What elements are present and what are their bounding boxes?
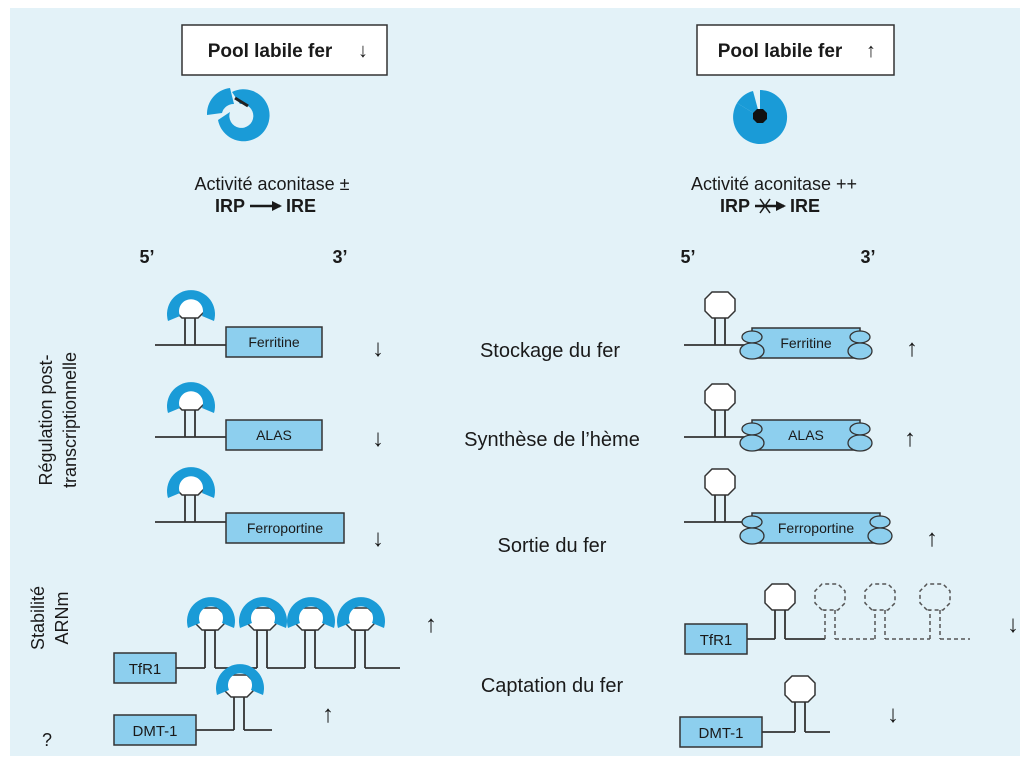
left-pool-arrow: ↓ xyxy=(358,40,368,62)
ribosome-icon xyxy=(741,330,763,344)
ribosome-icon xyxy=(741,422,763,436)
left-ferritine-row: Ferritine ↓ xyxy=(155,290,384,362)
left-gene-ferritine: Ferritine xyxy=(248,334,300,350)
ribosome-icon xyxy=(741,515,763,529)
left-activity-label: Activité aconitase ± xyxy=(195,174,350,194)
left-irp-label: IRP xyxy=(215,196,245,216)
degraded-mrna xyxy=(814,583,970,640)
left-alas-arrow: ↓ xyxy=(372,425,384,452)
right-gene-tfr1: TfR1 xyxy=(700,632,733,649)
process-heme-synthesis: Synthèse de l’hème xyxy=(464,429,640,451)
irp-bound-icon xyxy=(167,382,215,413)
left-five-prime: 5’ xyxy=(139,247,154,267)
right-gene-ferritine: Ferritine xyxy=(780,335,832,351)
right-gene-dmt1: DMT-1 xyxy=(699,725,744,742)
process-iron-export: Sortie du fer xyxy=(498,535,607,557)
left-alas-row: ALAS ↓ xyxy=(155,382,384,452)
left-tfr1-arrow: ↑ xyxy=(425,611,437,638)
process-storage: Stockage du fer xyxy=(480,340,620,362)
right-ferroportine-row: Ferroportine ↑ xyxy=(684,468,938,552)
left-tfr1-row: TfR1 ↑ xyxy=(113,597,437,684)
left-ferritine-arrow: ↓ xyxy=(372,335,384,362)
right-ire-label: IRE xyxy=(790,196,820,216)
right-pool-arrow: ↑ xyxy=(866,40,876,62)
left-gene-ferroportine: Ferroportine xyxy=(247,520,323,536)
left-pool-box: Pool labile fer ↓ xyxy=(181,24,388,76)
right-gene-ferroportine: Ferroportine xyxy=(778,520,854,536)
irp-bound-icon xyxy=(167,467,215,498)
right-alas-arrow: ↑ xyxy=(904,425,916,452)
ribosome-icon xyxy=(849,330,871,344)
left-ire-label: IRE xyxy=(286,196,316,216)
right-three-prime: 3’ xyxy=(860,247,875,267)
left-gene-dmt1: DMT-1 xyxy=(133,723,178,740)
ribosome-icon xyxy=(849,422,871,436)
left-ferroportine-row: Ferroportine ↓ xyxy=(155,467,384,552)
right-activity-label: Activité aconitase ++ xyxy=(691,174,857,194)
stability-label-line2: ARNm xyxy=(52,592,72,645)
right-ferritine-row: Ferritine ↑ xyxy=(684,291,918,362)
right-dmt1-row: DMT-1 ↓ xyxy=(679,675,899,748)
regulation-label-line1: Régulation post- xyxy=(36,354,56,485)
figure-background xyxy=(10,8,1020,756)
right-dmt1-arrow: ↓ xyxy=(887,701,899,728)
right-pool-box: Pool labile fer ↑ xyxy=(696,24,895,76)
right-irp-ire: IRP IRE xyxy=(720,196,820,216)
right-gene-alas: ALAS xyxy=(788,427,824,443)
right-pool-label: Pool labile fer xyxy=(718,41,843,62)
process-iron-uptake: Captation du fer xyxy=(481,675,624,697)
irp-bound-icon xyxy=(216,664,264,695)
irp-bound-icon xyxy=(167,290,215,321)
stability-label-line1: Stabilité xyxy=(28,586,48,650)
right-tfr1-row: TfR1 ↓ xyxy=(684,583,1019,655)
ribosome-icon xyxy=(869,515,891,529)
right-ferroportine-arrow: ↑ xyxy=(926,525,938,552)
irp-open-icon xyxy=(206,88,270,142)
left-gene-tfr1: TfR1 xyxy=(129,661,162,678)
left-irp-ire: IRP IRE xyxy=(215,196,316,216)
right-irp-label: IRP xyxy=(720,196,750,216)
right-alas-row: ALAS ↑ xyxy=(684,383,916,452)
irp-bound-icon xyxy=(239,597,287,628)
left-dmt1-row: DMT-1 ↑ xyxy=(113,664,334,746)
irp-bound-icon xyxy=(287,597,335,628)
left-dmt1-arrow: ↑ xyxy=(322,701,334,728)
left-ferroportine-arrow: ↓ xyxy=(372,525,384,552)
irp-bound-icon xyxy=(187,597,235,628)
regulation-label-line2: transcriptionnelle xyxy=(60,352,80,488)
left-gene-alas: ALAS xyxy=(256,427,292,443)
right-ferritine-arrow: ↑ xyxy=(906,335,918,362)
left-three-prime: 3’ xyxy=(332,247,347,267)
left-pool-label: Pool labile fer xyxy=(208,41,333,62)
irp-bound-icon xyxy=(336,597,385,628)
right-five-prime: 5’ xyxy=(680,247,695,267)
right-tfr1-arrow: ↓ xyxy=(1007,611,1019,638)
question-mark: ? xyxy=(42,730,52,750)
aconitase-icon xyxy=(733,89,788,144)
